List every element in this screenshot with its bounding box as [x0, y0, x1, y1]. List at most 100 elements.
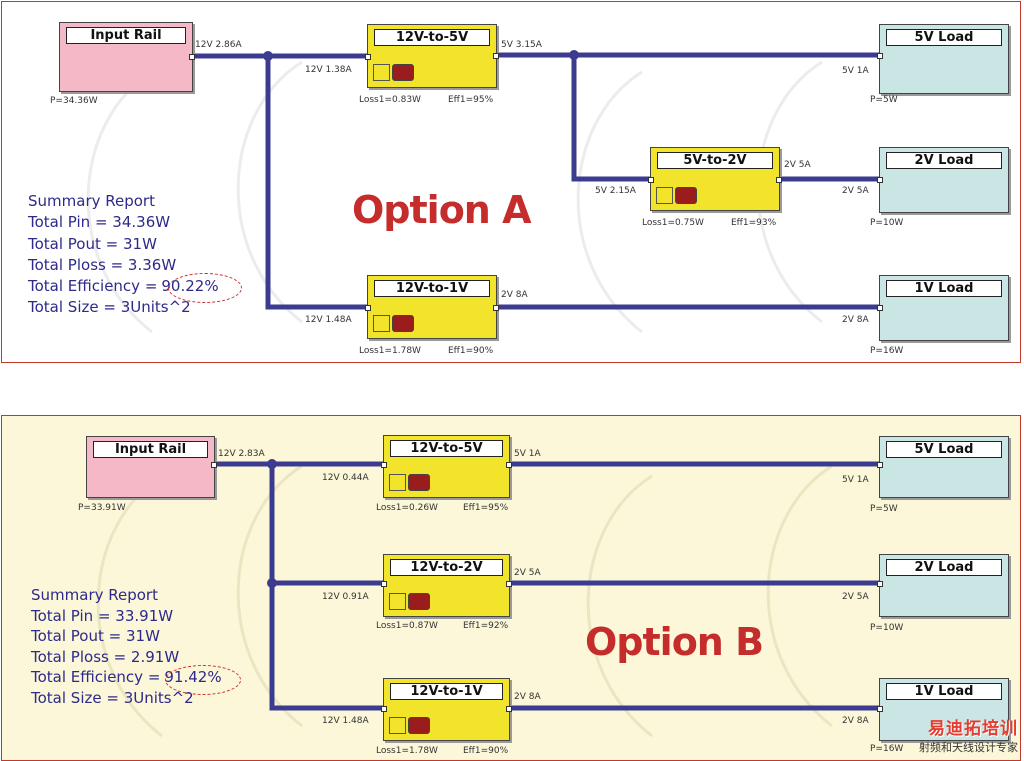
c1-loss-label: Loss1=0.83W — [359, 95, 421, 105]
input-port[interactable] — [877, 581, 883, 587]
switching-icon — [656, 187, 673, 204]
l1-input-label: 5V 1A — [842, 475, 869, 485]
input-output-label: 12V 2.83A — [218, 449, 265, 459]
converter-12v-to-1v[interactable]: 12V-to-1V — [365, 275, 499, 339]
input-port[interactable] — [365, 54, 371, 60]
switching-icon — [373, 64, 390, 81]
wire-5vbus-to-5v2v — [571, 55, 651, 182]
c2-loss-label: Loss1=0.87W — [376, 621, 438, 631]
watermark-subtitle: 射频和天线设计专家 — [919, 741, 1018, 754]
load-title: 1V Load — [886, 683, 1002, 700]
input-port[interactable] — [365, 305, 371, 311]
c3-eff-label: Eff1=90% — [448, 346, 494, 356]
input-power-label: P=33.91W — [78, 503, 126, 513]
output-port[interactable] — [189, 54, 195, 60]
l2-power-label: P=10W — [870, 623, 904, 633]
load-title: 2V Load — [886, 152, 1002, 169]
switching-icon — [389, 593, 406, 610]
watermark-logo: 易迪拓培训 — [928, 719, 1018, 739]
input-port[interactable] — [381, 581, 387, 587]
c3-output-label: 2V 8A — [501, 290, 528, 300]
converter-12v-to-1v[interactable]: 12V-to-1V — [381, 678, 512, 741]
total-pin: Total Pin = 34.36W — [28, 213, 171, 232]
l1-power-label: P=5W — [870, 95, 898, 105]
input-port[interactable] — [877, 706, 883, 712]
input-port[interactable] — [877, 177, 883, 183]
input-port[interactable] — [877, 305, 883, 311]
input-port[interactable] — [648, 177, 654, 183]
converter-12v-to-5v[interactable]: 12V-to-5V — [365, 24, 499, 88]
efficiency-label: Total Efficiency = — [28, 277, 158, 296]
c2-input-label: 5V 2.15A — [595, 186, 636, 196]
l3-power-label: P=16W — [870, 346, 904, 356]
sine-wave-icon — [675, 187, 697, 204]
switching-icon — [373, 315, 390, 332]
load-2v-block[interactable]: 2V Load — [877, 554, 1009, 617]
summary-report: Summary Report Total Pin = 33.91W Total … — [31, 585, 222, 709]
sine-wave-icon — [392, 64, 414, 81]
converter-title: 12V-to-5V — [374, 29, 490, 46]
sine-wave-icon — [408, 593, 430, 610]
l3-input-label: 2V 8A — [842, 716, 869, 726]
output-port[interactable] — [493, 305, 499, 311]
summary-title: Summary Report — [31, 586, 158, 604]
input-rail-block[interactable]: Input Rail — [86, 436, 217, 498]
input-port[interactable] — [381, 706, 387, 712]
total-size: Total Size = 3Units^2 — [31, 688, 194, 707]
output-port[interactable] — [211, 462, 217, 468]
l2-input-label: 2V 5A — [842, 186, 869, 196]
sine-wave-icon — [408, 474, 430, 491]
load-2v-block[interactable]: 2V Load — [877, 147, 1009, 213]
option-a-heading: Option A — [352, 188, 531, 232]
junction-5v-bus — [569, 50, 579, 60]
output-port[interactable] — [776, 177, 782, 183]
load-1v-block[interactable]: 1V Load — [877, 678, 1009, 741]
junction-bus-mid — [267, 578, 277, 588]
total-size: Total Size = 3Units^2 — [28, 298, 191, 317]
output-port[interactable] — [506, 581, 512, 587]
c2-input-label: 12V 0.91A — [322, 592, 369, 602]
wire-network — [215, 459, 880, 711]
load-5v-block[interactable]: 5V Load — [877, 436, 1009, 498]
c1-input-label: 12V 0.44A — [322, 473, 369, 483]
converter-title: 5V-to-2V — [657, 152, 773, 169]
l1-power-label: P=5W — [870, 504, 898, 514]
l3-input-label: 2V 8A — [842, 315, 869, 325]
converter-12v-to-2v[interactable]: 12V-to-2V — [381, 554, 512, 617]
input-rail-block[interactable]: Input Rail — [59, 22, 195, 92]
converter-title: 12V-to-1V — [390, 683, 503, 700]
output-port[interactable] — [493, 53, 499, 59]
input-port[interactable] — [877, 462, 883, 468]
c2-output-label: 2V 5A — [784, 160, 811, 170]
junction-bus-top — [267, 459, 277, 469]
input-rail-title: Input Rail — [66, 27, 186, 44]
c3-input-label: 12V 1.48A — [305, 315, 352, 325]
converter-title: 12V-to-5V — [390, 440, 503, 457]
total-pout: Total Pout = 31W — [31, 627, 160, 646]
input-port[interactable] — [877, 53, 883, 59]
c1-input-label: 12V 1.38A — [305, 65, 352, 75]
option-a-panel: Input Rail 12V-to-5V 5V-to-2V 12V-to-1V … — [1, 1, 1021, 363]
option-b-heading: Option B — [585, 620, 764, 664]
input-port[interactable] — [381, 462, 387, 468]
converter-5v-to-2v[interactable]: 5V-to-2V — [648, 147, 782, 211]
load-5v-block[interactable]: 5V Load — [877, 24, 1009, 94]
load-title: 5V Load — [886, 441, 1002, 458]
junction-12v-bus — [263, 51, 273, 61]
l2-input-label: 2V 5A — [842, 592, 869, 602]
total-ploss: Total Ploss = 2.91W — [31, 647, 180, 666]
output-port[interactable] — [506, 462, 512, 468]
load-1v-block[interactable]: 1V Load — [877, 275, 1009, 341]
c1-loss-label: Loss1=0.26W — [376, 503, 438, 513]
switching-icon — [389, 474, 406, 491]
wire-bus-to-12v1v — [265, 56, 368, 310]
total-pout: Total Pout = 31W — [28, 234, 157, 253]
input-power-label: P=34.36W — [50, 96, 98, 106]
sine-wave-icon — [408, 717, 430, 734]
switching-icon — [389, 717, 406, 734]
converter-12v-to-5v[interactable]: 12V-to-5V — [381, 435, 512, 498]
output-port[interactable] — [506, 706, 512, 712]
load-title: 5V Load — [886, 29, 1002, 46]
l1-input-label: 5V 1A — [842, 66, 869, 76]
c3-output-label: 2V 8A — [514, 692, 541, 702]
